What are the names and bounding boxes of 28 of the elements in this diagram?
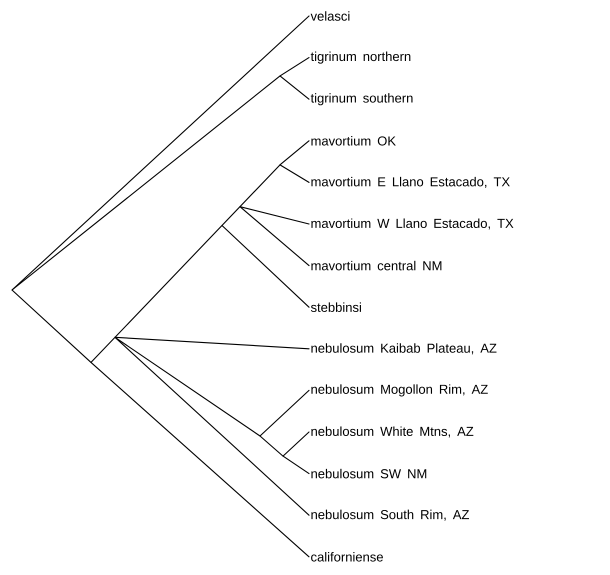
taxon-label: mavortium E Llano Estacado, TX	[311, 176, 510, 188]
taxon-label: mavortium central NM	[311, 260, 442, 270]
taxon-label: nebulosum White Mtns, AZ	[311, 426, 474, 438]
branch-line	[11, 15, 310, 291]
branch-line	[279, 57, 310, 77]
taxon-label: stebbinsi	[310, 302, 361, 312]
branch-line	[239, 206, 310, 225]
taxon-label: californiense	[311, 552, 383, 562]
taxon-label: nebulosum Kaibab Plateau, AZ	[311, 343, 496, 354]
branch-line	[239, 206, 310, 266]
branch-line	[279, 75, 310, 100]
branch-line	[221, 224, 310, 308]
taxon-label: nebulosum SW NM	[311, 468, 426, 478]
taxon-label: nebulosum Mogollon Rim, AZ	[311, 384, 488, 396]
branch-line	[279, 164, 310, 183]
branch-line	[282, 431, 310, 457]
branch-line	[114, 336, 310, 350]
branch-line	[279, 140, 310, 166]
taxon-label: mavortium OK	[311, 136, 396, 146]
branch-line	[90, 362, 310, 558]
branch-line	[114, 336, 310, 516]
branch-line	[259, 390, 310, 437]
taxon-label: velasci	[310, 11, 350, 21]
taxon-label: tigrinum northern	[310, 52, 410, 64]
taxon-label: mavortium W Llano Estacado, TX	[311, 218, 514, 230]
taxon-label: tigrinum southern	[310, 93, 412, 106]
taxon-label: nebulosum South Rim, AZ	[311, 510, 469, 521]
branch-line	[282, 456, 310, 474]
